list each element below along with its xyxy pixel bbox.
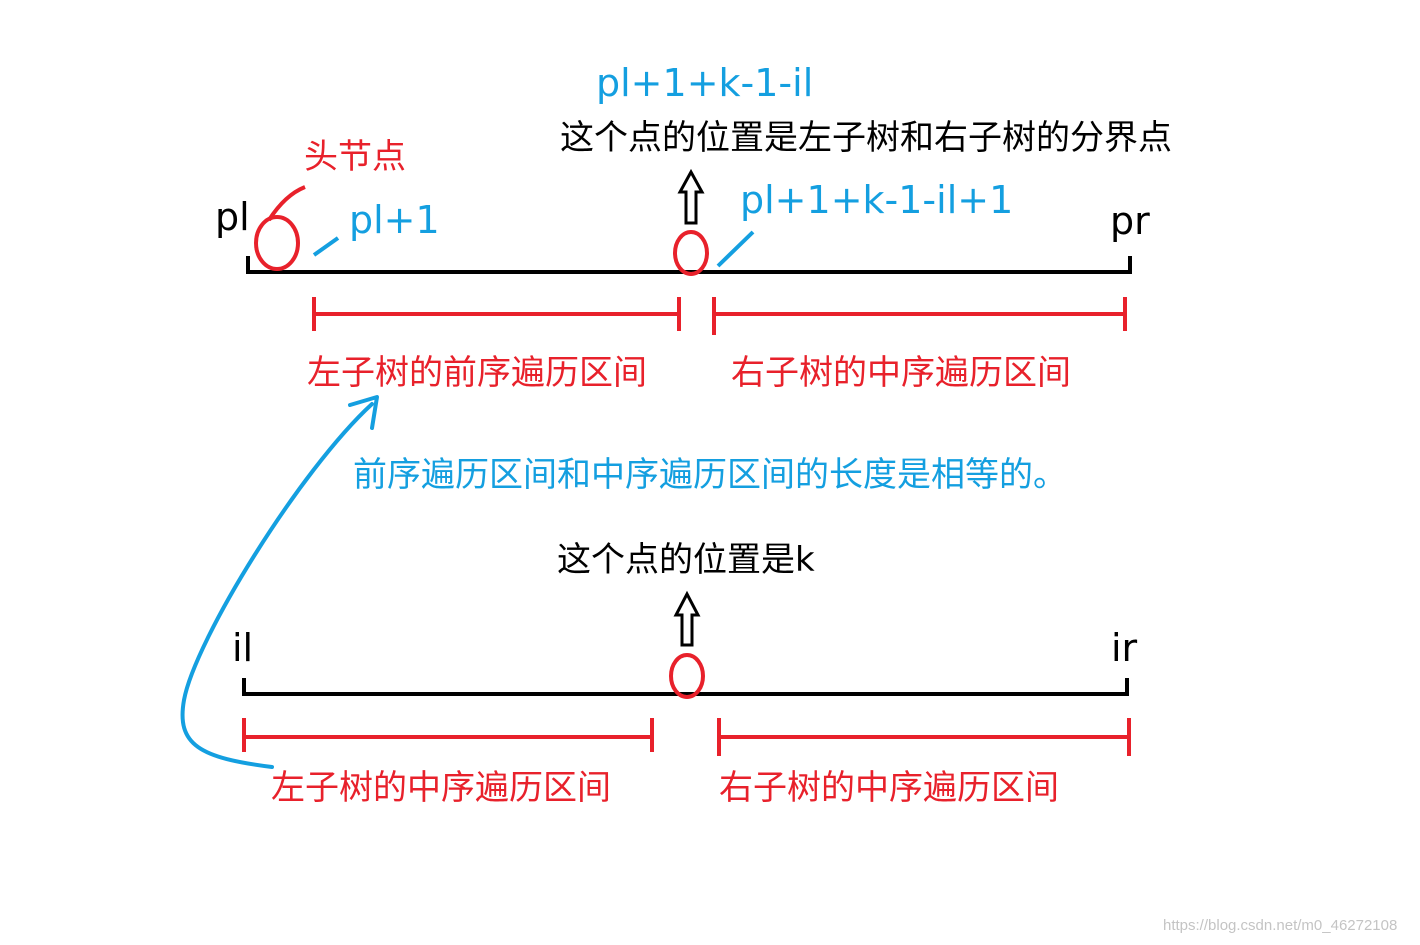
right-inorder-range <box>717 718 1131 756</box>
equal-length-arrowhead <box>348 395 379 430</box>
right-inorder-label: 右子树的中序遍历区间 <box>719 768 1059 808</box>
equal-length-note: 前序遍历区间和中序遍历区间的长度是相等的。 <box>353 455 1067 495</box>
split-plus-1-pointer <box>716 230 755 268</box>
pl-label: pl <box>215 195 250 239</box>
k-position-label: 这个点的位置是k <box>557 540 815 580</box>
watermark: https://blog.csdn.net/m0_46272108 <box>1163 917 1398 934</box>
split-up-arrow <box>677 168 705 225</box>
inorder-line <box>242 678 1129 696</box>
ir-label: ir <box>1111 626 1138 670</box>
left-inorder-range <box>242 718 654 752</box>
k-up-arrow <box>673 590 701 647</box>
head-node-label: 头节点 <box>304 137 406 177</box>
left-inorder-label: 左子树的中序遍历区间 <box>271 768 611 808</box>
preorder-line <box>246 256 1132 274</box>
il-label: il <box>232 626 254 670</box>
split-formula-label: pl+1+k-1-il <box>596 61 814 105</box>
head-node-marker <box>254 215 300 271</box>
split-description-label: 这个点的位置是左子树和右子树的分界点 <box>560 118 1172 158</box>
right-top-range <box>712 297 1127 335</box>
k-point-marker <box>669 653 705 699</box>
pl-plus-1-label: pl+1 <box>349 198 440 242</box>
pl-plus-1-pointer <box>312 236 340 257</box>
pr-label: pr <box>1110 199 1150 243</box>
head-node-pointer <box>267 185 306 222</box>
split-plus-1-label: pl+1+k-1-il+1 <box>740 178 1014 222</box>
left-preorder-label: 左子树的前序遍历区间 <box>307 353 647 393</box>
right-top-range-label: 右子树的中序遍历区间 <box>731 353 1071 393</box>
equal-length-curve <box>180 402 374 769</box>
left-preorder-range <box>312 297 681 331</box>
split-point-marker <box>673 230 709 276</box>
